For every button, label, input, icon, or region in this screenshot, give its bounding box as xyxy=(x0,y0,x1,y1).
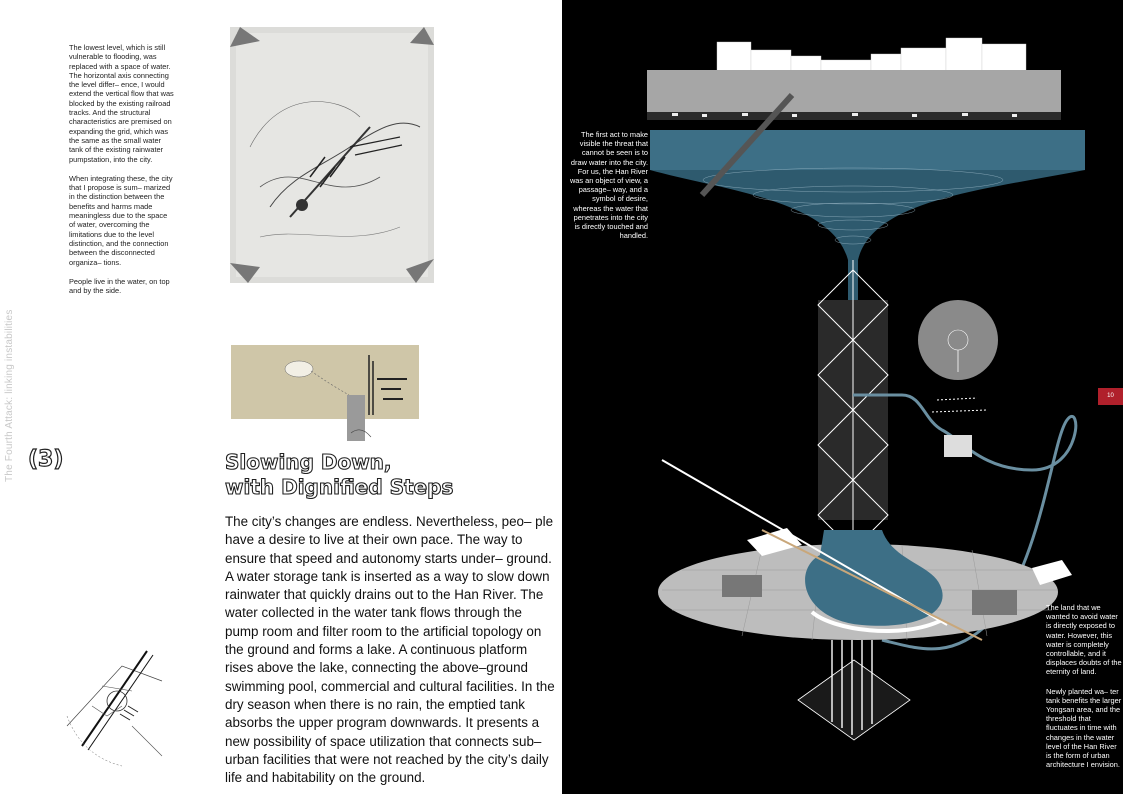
caption-top: The first act to make visible the threat… xyxy=(569,130,648,241)
title-line-1: Slowing Down, xyxy=(224,449,392,474)
section-number: (3) xyxy=(27,446,64,472)
title-line-2: with Dignified Steps xyxy=(224,474,454,499)
intro-paragraph-1: The lowest level, which is still vulnera… xyxy=(69,43,174,164)
page-number-tab: 10 xyxy=(1098,388,1123,405)
collage-sketch-image xyxy=(231,345,419,441)
vertical-section-label: The Fourth Attack: linking instabilities xyxy=(4,309,15,482)
intro-paragraph-2: When integrating these, the city that I … xyxy=(69,173,173,267)
intro-paragraph-3: People live in the water, on top and by … xyxy=(69,276,170,296)
left-page: The lowest level, which is still vulnera… xyxy=(4,27,555,786)
body-text: The city’s changes are endless. Neverthe… xyxy=(225,514,555,786)
intro-text-column: The lowest level, which is still vulnera… xyxy=(69,43,175,305)
axonometric-illustration xyxy=(647,37,1085,741)
site-sketch-image xyxy=(62,646,172,772)
caption-bottom-paragraph-1: The land that we wanted to avoid water i… xyxy=(1046,603,1122,677)
right-page: The first act to make visible the threat… xyxy=(562,0,1123,794)
caption-bottom: The land that we wanted to avoid water i… xyxy=(1046,603,1122,779)
section-title: Slowing Down, with Dignified Steps xyxy=(224,449,454,500)
caption-bottom-paragraph-2: Newly planted wa– ter tank benefits the … xyxy=(1046,686,1122,770)
pinned-sketch-image xyxy=(230,27,434,283)
